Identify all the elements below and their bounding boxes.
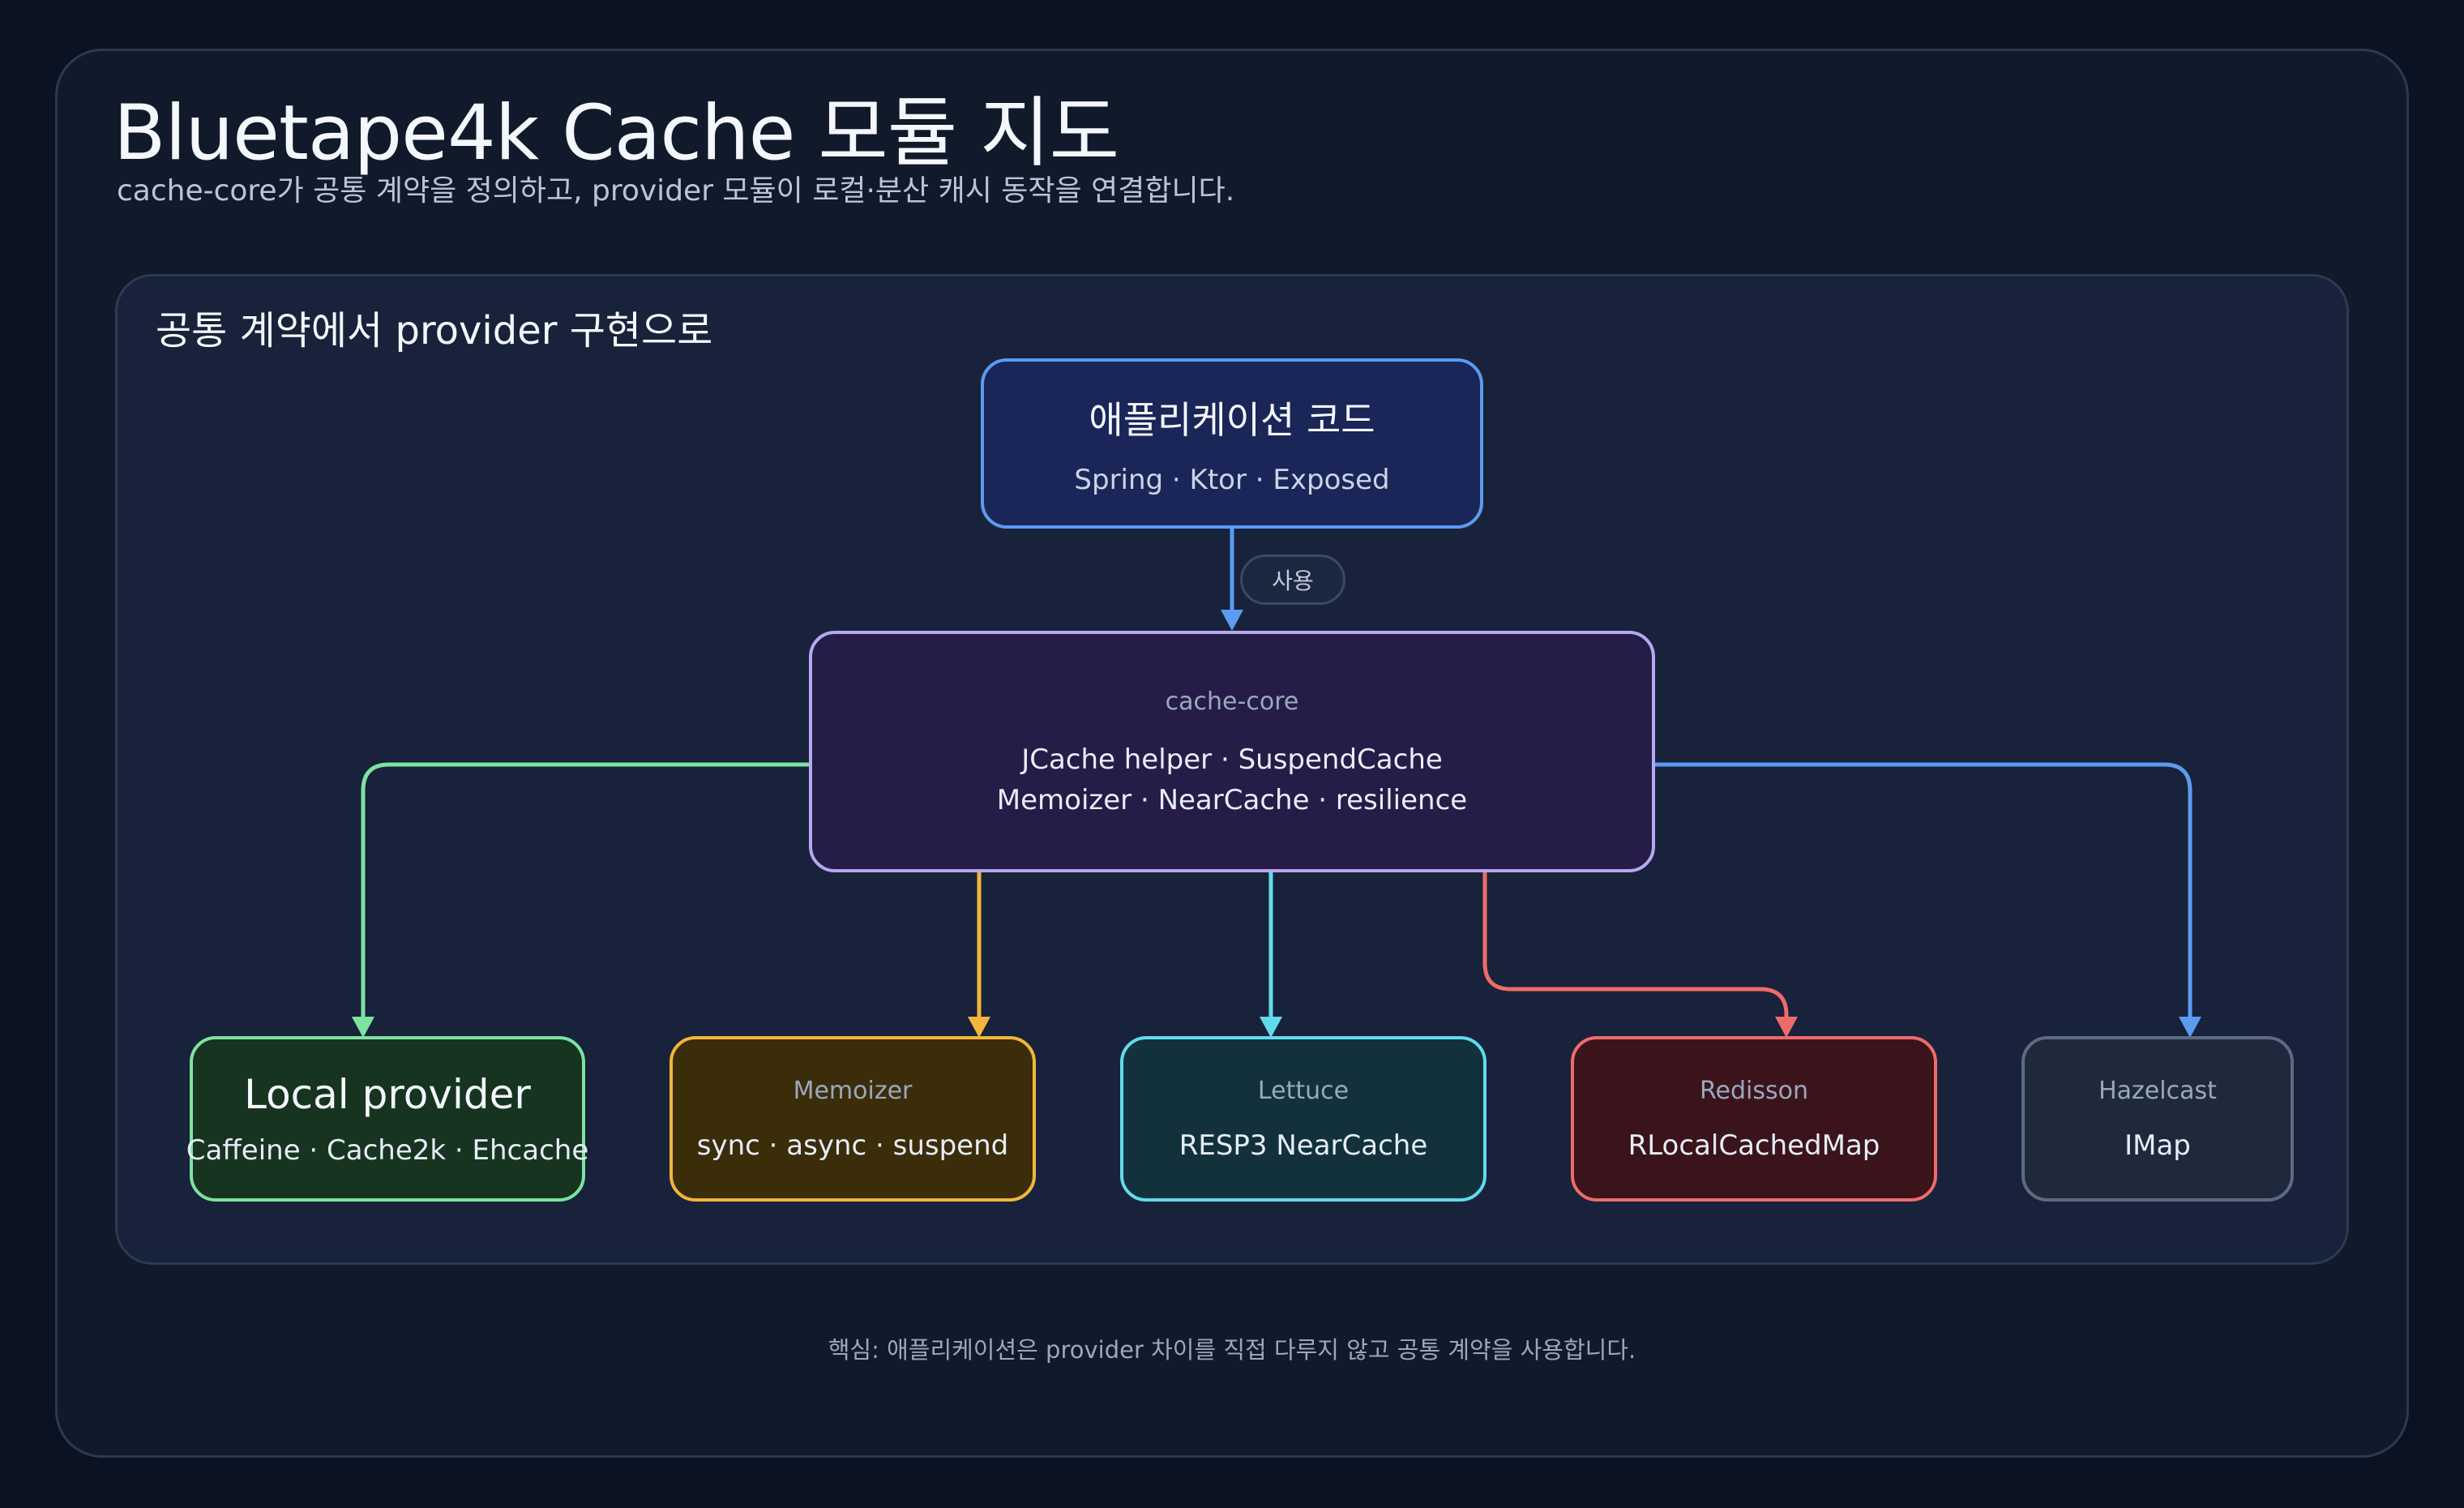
core-node-line1: JCache helper · SuspendCache bbox=[1021, 743, 1443, 776]
core-to-local-arrowhead bbox=[352, 1017, 374, 1038]
app-node: 애플리케이션 코드 Spring · Ktor · Exposed bbox=[981, 358, 1483, 529]
provider-local: Local provider Caffeine · Cache2k · Ehca… bbox=[186, 1036, 588, 1202]
provider-hazelcast: Hazelcast IMap bbox=[2021, 1036, 2294, 1202]
provider-hazelcast-sub: IMap bbox=[2124, 1129, 2191, 1162]
core-to-redisson-wire bbox=[1482, 871, 1789, 1023]
app-to-core-arrowhead bbox=[1221, 610, 1243, 631]
core-to-redisson-arrowhead bbox=[1775, 1017, 1798, 1038]
core-to-hazelcast-arrowhead bbox=[2179, 1017, 2201, 1038]
provider-local-sub: Caffeine · Cache2k · Ehcache bbox=[186, 1134, 589, 1167]
provider-hazelcast-label: Hazelcast bbox=[2098, 1076, 2217, 1105]
app-node-sub: Spring · Ktor · Exposed bbox=[1074, 464, 1390, 496]
core-to-memoizer-arrowhead bbox=[968, 1017, 990, 1038]
provider-memoizer-label: Memoizer bbox=[793, 1076, 913, 1105]
core-node: cache-core JCache helper · SuspendCache … bbox=[809, 631, 1655, 872]
provider-lettuce: Lettuce RESP3 NearCache bbox=[1120, 1036, 1487, 1202]
core-node-line2: Memoizer · NearCache · resilience bbox=[996, 783, 1468, 816]
page-subtitle: cache-core가 공통 계약을 정의하고, provider 모듈이 로컬… bbox=[117, 174, 1235, 208]
core-node-label: cache-core bbox=[1165, 687, 1299, 716]
provider-local-label: Local provider bbox=[244, 1071, 531, 1118]
provider-lettuce-label: Lettuce bbox=[1257, 1076, 1350, 1105]
core-to-local-wire bbox=[361, 762, 811, 1023]
footer-note: 핵심: 애플리케이션은 provider 차이를 직접 다루지 않고 공통 계약… bbox=[828, 1336, 1636, 1364]
panel-title: 공통 계약에서 provider 구현으로 bbox=[156, 308, 713, 353]
page-title: Bluetape4k Cache 모듈 지도 bbox=[113, 89, 1119, 178]
provider-memoizer: Memoizer sync · async · suspend bbox=[669, 1036, 1036, 1202]
core-to-lettuce-arrowhead bbox=[1260, 1017, 1282, 1038]
provider-redisson-sub: RLocalCachedMap bbox=[1628, 1129, 1880, 1162]
provider-redisson-label: Redisson bbox=[1700, 1076, 1808, 1105]
provider-memoizer-sub: sync · async · suspend bbox=[696, 1129, 1009, 1162]
core-to-hazelcast-wire bbox=[1653, 762, 2192, 1023]
use-label: 사용 bbox=[1240, 555, 1345, 605]
provider-redisson: Redisson RLocalCachedMap bbox=[1571, 1036, 1937, 1202]
provider-lettuce-sub: RESP3 NearCache bbox=[1179, 1129, 1428, 1162]
app-node-title: 애플리케이션 코드 bbox=[1089, 398, 1375, 442]
